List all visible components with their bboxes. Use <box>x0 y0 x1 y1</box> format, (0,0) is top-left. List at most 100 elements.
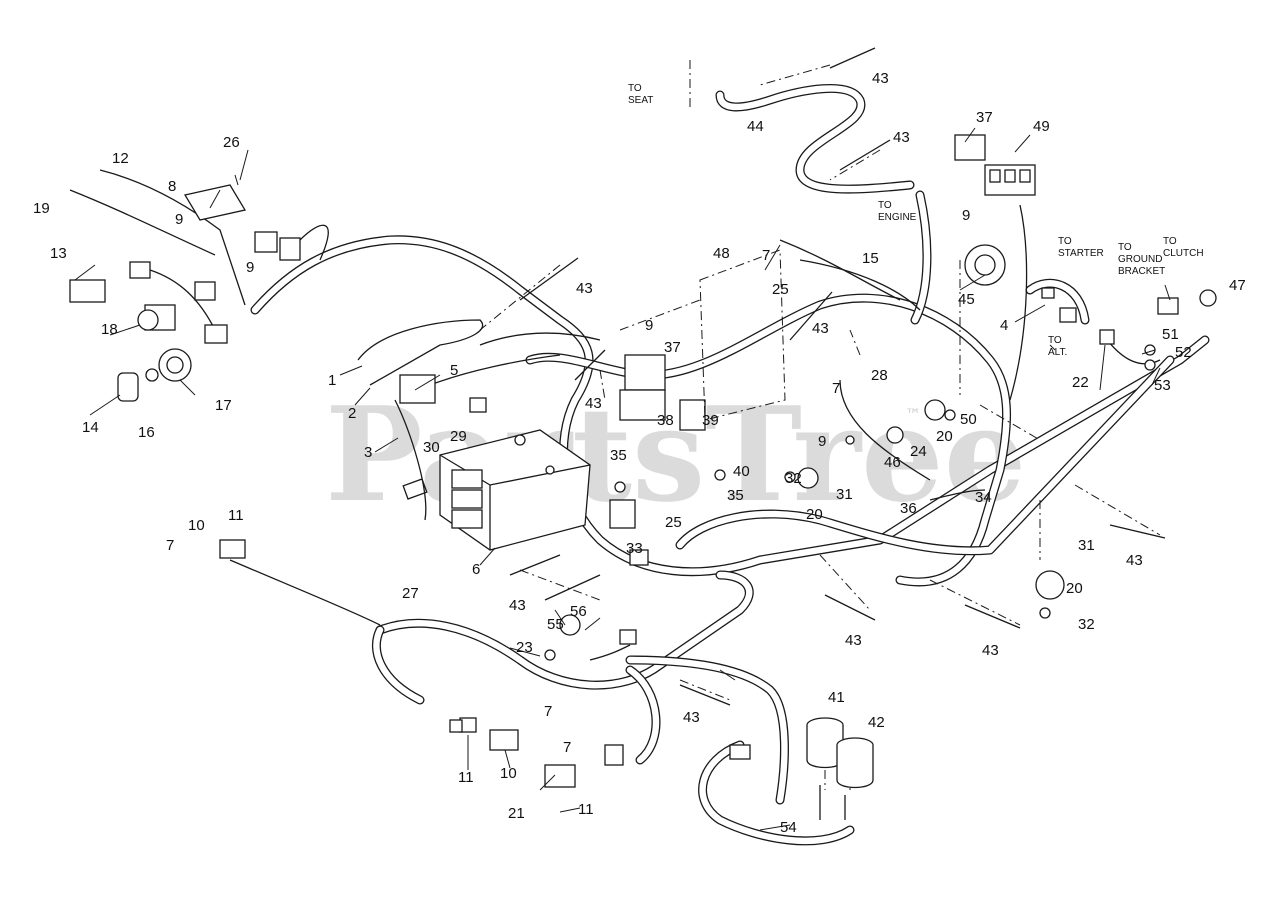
note-to-clutch-line-1: TO <box>1163 236 1177 247</box>
callout-30: 30 <box>423 439 440 456</box>
small-parts <box>219 287 1217 788</box>
callout-6: 6 <box>472 561 480 578</box>
callout-32: 32 <box>1078 616 1095 633</box>
callout-28: 28 <box>871 367 888 384</box>
callout-3: 3 <box>364 444 372 461</box>
callout-10: 10 <box>500 765 517 782</box>
cable-tie <box>544 574 601 601</box>
callout-35: 35 <box>610 447 627 464</box>
callout-19: 19 <box>33 200 50 217</box>
cable-tie <box>789 291 833 341</box>
callout-43: 43 <box>683 709 700 726</box>
cable-ties <box>509 47 1166 706</box>
callout-9: 9 <box>818 433 826 450</box>
callout-21: 21 <box>508 805 525 822</box>
note-to-engine-line-2: ENGINE <box>878 212 917 223</box>
callout-9: 9 <box>962 207 970 224</box>
callout-27: 27 <box>402 585 419 602</box>
callout-23: 23 <box>516 639 533 656</box>
callout-43: 43 <box>576 280 593 297</box>
callout-50: 50 <box>960 411 977 428</box>
callout-43: 43 <box>982 642 999 659</box>
note-to-engine-line-1: TO <box>878 200 892 211</box>
note-to-seat-line-1: TO <box>628 83 642 94</box>
callout-45: 45 <box>958 291 975 308</box>
callout-32: 32 <box>785 470 802 487</box>
callout-18: 18 <box>101 321 118 338</box>
mounting-plate <box>619 249 786 421</box>
cable-tie <box>509 554 561 576</box>
cable-tie <box>964 604 1021 629</box>
callout-37: 37 <box>664 339 681 356</box>
callout-7: 7 <box>762 247 770 264</box>
callout-31: 31 <box>1078 537 1095 554</box>
callout-26: 26 <box>223 134 240 151</box>
cable-tie <box>519 257 579 301</box>
note-to-seat-line-2: SEAT <box>628 95 653 106</box>
callout-54: 54 <box>780 819 797 836</box>
relay-block <box>619 354 706 431</box>
ignition-switch <box>964 244 1006 286</box>
cable-tie <box>679 684 731 706</box>
callout-25: 25 <box>665 514 682 531</box>
callout-2: 2 <box>348 405 356 422</box>
callout-34: 34 <box>975 489 992 506</box>
callout-35: 35 <box>727 487 744 504</box>
callout-9: 9 <box>246 259 254 276</box>
callout-46: 46 <box>884 454 901 471</box>
callout-43: 43 <box>585 395 602 412</box>
callout-1: 1 <box>328 372 336 389</box>
callout-11: 11 <box>458 769 474 786</box>
callout-56: 56 <box>570 603 587 620</box>
callout-4: 4 <box>1000 317 1008 334</box>
callout-43: 43 <box>872 70 889 87</box>
callout-43: 43 <box>812 320 829 337</box>
callout-31: 31 <box>836 486 853 503</box>
callout-52: 52 <box>1175 344 1192 361</box>
callout-7: 7 <box>544 703 552 720</box>
callout-9: 9 <box>175 211 183 228</box>
callout-7: 7 <box>166 537 174 554</box>
cable-tie <box>574 349 606 381</box>
cable-tie <box>824 594 876 621</box>
callout-43: 43 <box>1126 552 1143 569</box>
note-to-ground-bracket-line-3: BRACKET <box>1118 266 1165 277</box>
callout-11: 11 <box>578 801 594 818</box>
callout-20: 20 <box>936 428 953 445</box>
cable-tie <box>1109 524 1166 539</box>
gauges <box>806 717 874 789</box>
callout-7: 7 <box>832 380 840 397</box>
battery <box>439 429 591 551</box>
callout-9: 9 <box>645 317 653 334</box>
callout-25: 25 <box>772 281 789 298</box>
callout-22: 22 <box>1072 374 1089 391</box>
left-components <box>69 184 436 404</box>
callout-48: 48 <box>713 245 730 262</box>
callout-40: 40 <box>733 463 750 480</box>
callout-33: 33 <box>626 540 643 557</box>
callout-43: 43 <box>845 632 862 649</box>
callout-55: 55 <box>547 616 564 633</box>
callout-39: 39 <box>702 412 719 429</box>
callout-14: 14 <box>82 419 99 436</box>
callout-47: 47 <box>1229 277 1246 294</box>
callout-44: 44 <box>747 118 764 135</box>
callout-13: 13 <box>50 245 67 262</box>
callout-36: 36 <box>900 500 917 517</box>
callout-15: 15 <box>862 250 879 267</box>
note-to-starter-line-2: STARTER <box>1058 248 1104 259</box>
callout-7: 7 <box>563 739 571 756</box>
callout-5: 5 <box>450 362 458 379</box>
callout-38: 38 <box>657 412 674 429</box>
note-to-alt-line-2: ALT. <box>1048 347 1067 358</box>
watermark-trademark: ™ <box>905 405 921 424</box>
callout-43: 43 <box>893 129 910 146</box>
callout-41: 41 <box>828 689 845 706</box>
callout-12: 12 <box>112 150 129 167</box>
callout-11: 11 <box>228 507 244 524</box>
note-to-ground-bracket-line-1: TO <box>1118 242 1132 253</box>
callout-17: 17 <box>215 397 232 414</box>
note-to-ground-bracket-line-2: GROUND <box>1118 254 1162 265</box>
cable-tie <box>839 139 891 171</box>
